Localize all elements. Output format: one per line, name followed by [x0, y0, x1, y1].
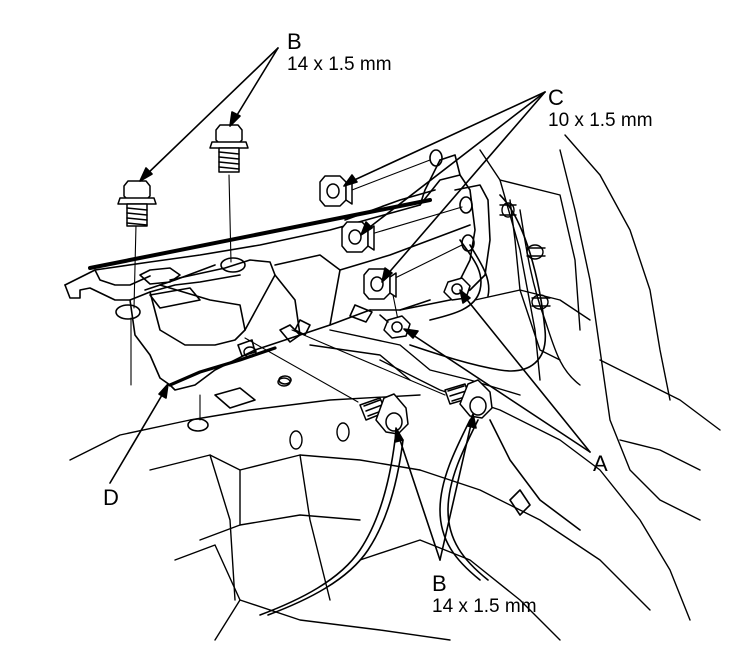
bolt-guides: [130, 159, 463, 421]
leader-lines: [109, 47, 591, 561]
bracket-edge: [168, 346, 277, 387]
callout-a: A: [593, 452, 608, 476]
callout-d-letter: D: [103, 485, 119, 510]
arrow-head: [381, 267, 393, 283]
callout-b-bottom-spec: 14 x 1.5 mm: [432, 596, 537, 617]
arrow-head: [459, 289, 471, 304]
bolt-b-lower-left: [359, 393, 409, 435]
arrow-head: [139, 167, 153, 182]
callout-c-letter: C: [548, 85, 564, 110]
arrow-head: [403, 328, 419, 339]
callout-b-bottom: B 14 x 1.5 mm: [432, 572, 537, 618]
bolt-hole: [459, 196, 473, 214]
arrow-head: [467, 413, 477, 429]
callout-d: D: [103, 486, 119, 510]
callout-b-top: B 14 x 1.5 mm: [287, 30, 392, 76]
bracket-edge: [88, 198, 432, 270]
callout-c: C 10 x 1.5 mm: [548, 86, 653, 132]
callout-b-top-spec: 14 x 1.5 mm: [287, 54, 392, 75]
clip: [526, 244, 544, 260]
bolt-b-lower-right: [444, 379, 493, 419]
arrow-head: [343, 174, 358, 187]
clip: [501, 202, 515, 218]
panel-hole: [336, 422, 350, 442]
bolt-b-left: [117, 180, 157, 227]
arrow-head: [158, 383, 169, 399]
mount-bracket: [64, 149, 491, 432]
body-panels: [69, 329, 691, 641]
callout-b-bottom-letter: B: [432, 571, 447, 596]
callout-b-top-letter: B: [287, 29, 302, 54]
arrow-head: [360, 221, 373, 236]
bolt-hole: [429, 149, 443, 167]
bolt-b-middle: [209, 124, 249, 173]
bolt-hole: [220, 257, 246, 273]
arrow-head: [394, 427, 404, 443]
panel-hole: [289, 430, 303, 450]
bolt-hole: [461, 234, 475, 252]
bolt-hole: [115, 304, 141, 320]
floor-slot: [214, 387, 256, 409]
wire-harness: [259, 194, 581, 616]
arrow-head: [229, 111, 241, 127]
callout-a-letter: A: [593, 451, 608, 476]
clip-a-2: [379, 314, 411, 339]
floor-hole: [187, 418, 209, 432]
bracket-slot: [149, 287, 201, 309]
callout-c-spec: 10 x 1.5 mm: [548, 110, 653, 131]
